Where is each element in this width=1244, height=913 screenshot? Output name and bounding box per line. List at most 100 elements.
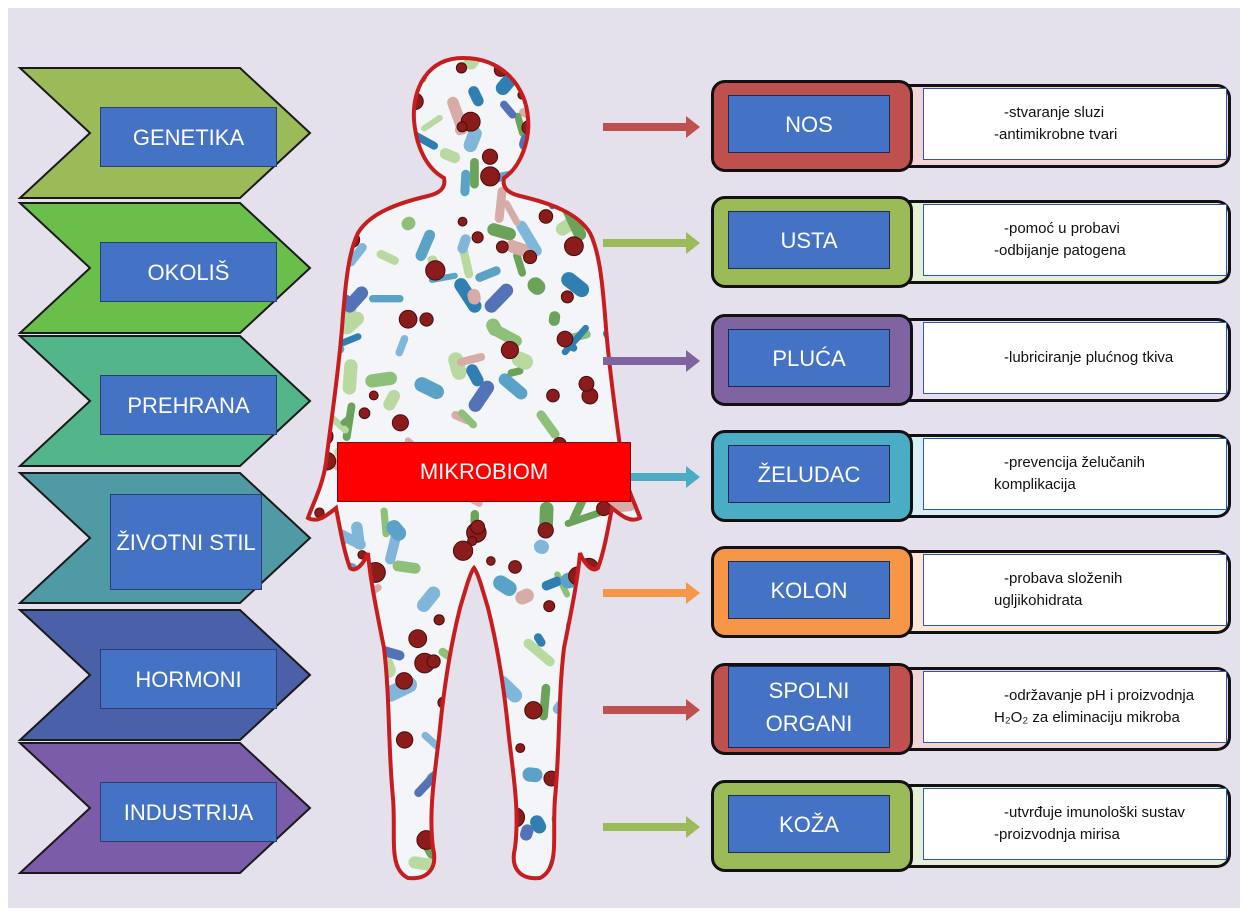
microbe-rod [369,295,404,303]
microbe-rod [392,560,421,574]
mikrobiom-label: MIKROBIOM [337,442,631,502]
microbe-rod [324,228,340,246]
microbe-rod [450,765,476,789]
microbe-rod [386,520,407,541]
microbe-rod [475,266,501,282]
microbe-rod [459,646,481,663]
microbe-rod [493,575,517,596]
microbe-coccus [620,296,639,316]
microbe-coccus [471,231,484,244]
microbe-coccus [623,376,636,388]
microbe-rod [619,58,640,60]
microbe-coccus [566,82,579,96]
microbe-rod [313,575,328,591]
microbe-coccus [456,121,468,133]
organ-label: PLUĆA [728,329,890,387]
microbe-coccus [515,743,526,754]
organ-label: NOS [728,95,890,153]
microbe-coccus [395,672,413,690]
microbe-rod [630,197,640,204]
microbe-rod [634,429,640,444]
microbe-coccus [457,216,468,227]
microbe-rod [380,166,405,187]
microbe-rod [313,258,341,274]
microbe-coccus [559,714,579,734]
microbe-rod [308,68,338,97]
microbe-rod [516,220,542,257]
microbe-rod [626,697,640,735]
microbe-rod [574,151,590,174]
microbe-rod [349,195,369,206]
microbe-rod [338,206,352,241]
microbe-rod [414,377,444,400]
microbe-rod [601,135,627,145]
microbe-coccus [455,62,468,74]
microbe-coccus [473,841,485,853]
microbe-coccus [480,166,501,187]
microbe-rod [376,249,399,265]
microbe-coccus [486,556,496,566]
microbe-coccus [594,777,613,796]
arrow-icon [603,350,700,372]
microbe-rod [457,234,471,254]
microbe-coccus [537,522,554,539]
microbe-coccus [349,196,368,215]
microbe-rod [461,707,487,720]
microbe-coccus [433,825,444,837]
microbe-rod [325,138,343,150]
microbe-rod [565,100,581,109]
microbe-rod [330,100,343,119]
microbe-coccus [344,94,359,109]
microbe-coccus [464,706,478,720]
description-line: -probava složenih [1004,570,1123,588]
microbe-coccus [596,500,612,517]
microbe-rod [415,229,436,261]
microbe-rod [630,755,640,770]
microbe-rod [621,313,640,332]
microbe-rod [356,699,376,728]
microbe-rod [340,414,354,426]
factor-label: OKOLIŠ [100,242,277,302]
organ-description: -pomoć u probavi-odbijanje patogena [923,204,1227,276]
microbe-rod [308,552,326,565]
microbe-rod [608,197,625,236]
microbe-rod [530,815,547,834]
microbe-coccus [615,86,632,103]
microbe-rod [416,586,441,613]
microbe-rod [500,100,517,119]
microbe-rod [456,764,473,779]
microbe-rod [336,179,354,189]
microbe-rod [421,114,443,132]
microbe-rod [527,277,546,295]
microbe-rod [338,785,360,814]
microbe-rod [357,755,386,771]
description-line: -prevencija želučanih [1004,454,1145,472]
microbe-coccus [398,309,418,329]
microbe-coccus [357,126,370,139]
microbe-coccus [480,673,498,691]
organ-description: -stvaranje sluzi-antimikrobne tvari [923,88,1227,160]
microbe-rod [308,858,325,872]
microbe-rod [569,866,605,878]
arrow-icon [603,699,700,721]
microbe-rod [463,126,482,153]
microbe-coccus [342,805,359,821]
microbe-coccus [341,687,358,704]
organ-label: ŽELUDAC [728,445,890,503]
microbe-rod [458,409,478,429]
microbe-coccus [390,125,405,140]
microbe-rod [533,633,546,647]
factor-label: INDUSTRIJA [100,782,277,842]
microbe-coccus [565,853,579,867]
microbe-rod [520,824,534,841]
microbe-coccus [341,58,361,72]
microbe-rod [322,60,350,81]
microbe-coccus [508,560,522,574]
description-line: -održavanje pH i proizvodnja [1004,687,1195,705]
microbe-rod [456,353,486,367]
microbe-coccus [363,115,376,129]
microbe-rod [345,715,361,746]
microbe-rod [321,571,361,592]
description-line: ugljikohidrata [994,592,1083,609]
